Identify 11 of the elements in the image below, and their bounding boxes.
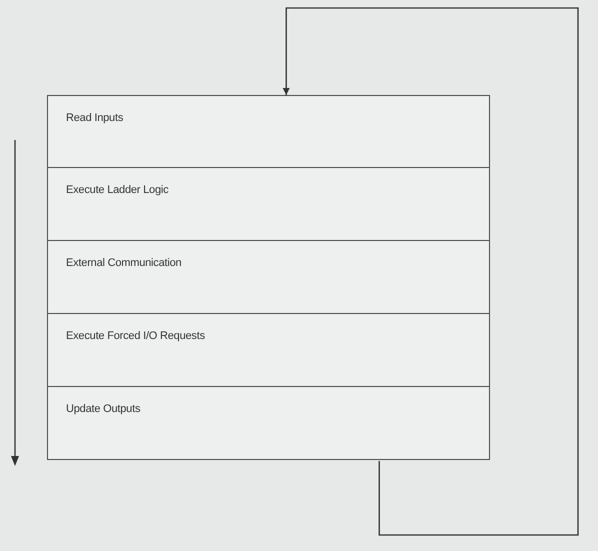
step-box — [47, 386, 490, 460]
loop-arrow — [282, 7, 579, 536]
step-box — [47, 313, 490, 387]
step-label: Execute Ladder Logic — [66, 184, 168, 196]
step-box — [47, 95, 490, 169]
step-label: Execute Forced I/O Requests — [66, 330, 205, 342]
step-box — [47, 167, 490, 241]
step-box — [47, 240, 490, 314]
step-label: External Communication — [66, 257, 182, 269]
step-label: Update Outputs — [66, 403, 140, 415]
step-label: Read Inputs — [66, 112, 124, 124]
